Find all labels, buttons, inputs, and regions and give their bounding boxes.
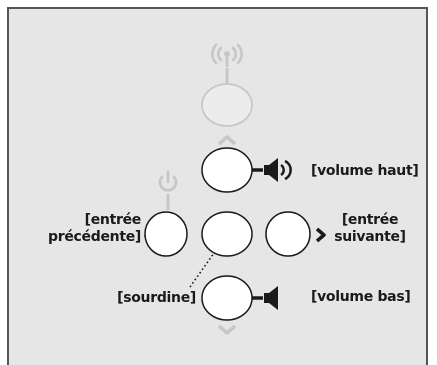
wireless-icon (211, 43, 243, 68)
chevron-right-icon (315, 227, 326, 243)
mute-leader (189, 252, 215, 288)
next-input-label-line1: [entrée (341, 212, 399, 228)
volume-down-label: [volume bas] (311, 289, 411, 305)
previous-input-label-line2: précédente] (48, 229, 141, 245)
panel-border (7, 7, 428, 365)
mute-label: [sourdine] (117, 290, 196, 306)
chevron-up-icon (217, 135, 237, 146)
previous-input-button[interactable] (144, 211, 188, 257)
volume-down-button[interactable] (201, 275, 253, 321)
volume-up-label: [volume haut] (311, 163, 419, 179)
next-input-button[interactable] (265, 211, 311, 257)
next-input-label-line2: suivante] (334, 229, 406, 245)
source-button[interactable] (201, 83, 253, 127)
volume-up-button[interactable] (201, 147, 253, 193)
mute-button[interactable] (201, 211, 253, 257)
speaker-loud-icon (264, 158, 292, 182)
previous-input-label-line1: [entrée (84, 212, 142, 228)
power-icon (158, 170, 178, 192)
chevron-down-icon (217, 324, 237, 335)
speaker-icon (264, 286, 278, 310)
